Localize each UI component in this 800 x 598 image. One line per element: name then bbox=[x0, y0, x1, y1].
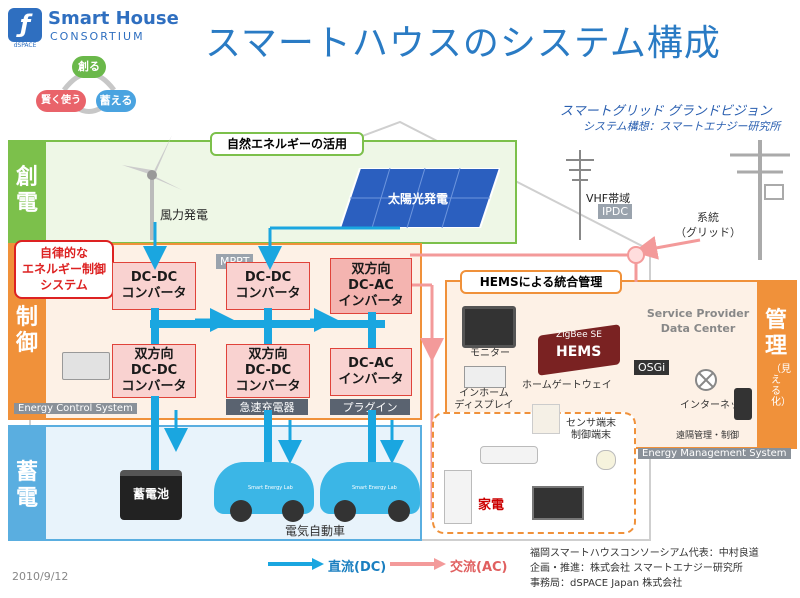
zigbee-label: ZigBee SE bbox=[556, 330, 602, 340]
ems-label: Energy Management System bbox=[638, 448, 791, 459]
dcdc-converter-solar-text: DC-DC コンバータ bbox=[235, 270, 301, 301]
legend-ac-arrow bbox=[390, 558, 446, 570]
monitor-label: モニター bbox=[470, 348, 510, 359]
hems-callout: HEMSによる統合管理 bbox=[460, 270, 622, 294]
control-unit-image bbox=[62, 352, 110, 380]
battery-label: 蓄電池 bbox=[132, 487, 169, 501]
cycle-use: 賢く使う bbox=[36, 90, 86, 112]
lamp-image bbox=[596, 450, 616, 470]
logo-line1: Smart House bbox=[48, 8, 179, 29]
legend-ac-label: 交流(AC) bbox=[450, 560, 508, 575]
grid-label: 系統 （グリッド） bbox=[675, 211, 741, 239]
tv-image bbox=[532, 486, 584, 520]
spdc-label: Service Provider Data Center bbox=[646, 307, 750, 335]
page-title: スマートハウスのシステム構成 bbox=[205, 23, 721, 64]
logo-badge: dSPACE bbox=[13, 42, 37, 49]
osgi-tag: OSGi bbox=[634, 360, 670, 375]
dcdc-converter-wind-text: DC-DC コンバータ bbox=[121, 270, 187, 301]
aircon-image bbox=[480, 446, 538, 464]
wind-turbine bbox=[122, 135, 182, 240]
cycle-diagram: 創る 賢く使う 蓄える bbox=[34, 52, 144, 130]
bidirectional-dcdc-battery-text: 双方向 DC-DC コンバータ bbox=[121, 347, 187, 394]
appliances-label: 家電 bbox=[478, 498, 505, 513]
wind-label: 風力発電 bbox=[160, 208, 209, 222]
utility-pole bbox=[730, 140, 790, 260]
footer-line3: 事務局：dSPACE Japan 株式会社 bbox=[530, 578, 683, 589]
legend-dc-arrow bbox=[268, 558, 324, 570]
store-band-label-bg bbox=[8, 425, 46, 541]
internet-icon bbox=[695, 369, 717, 391]
bidirectional-dcdc-battery: 双方向 DC-DC コンバータ bbox=[112, 344, 196, 398]
monitor-image bbox=[462, 306, 516, 348]
in-home-display-label: インホーム ディスプレイ bbox=[454, 388, 514, 411]
footer-line1: 福岡スマートハウスコンソーシアム代表：中村良道 bbox=[530, 548, 759, 559]
visualize-label: （見える化） bbox=[771, 364, 791, 408]
internet-label: インターネット bbox=[680, 400, 750, 411]
solar-panel bbox=[340, 168, 500, 228]
footer-date: 2010/9/12 bbox=[12, 570, 69, 583]
ev-brand-1: Smart Energy Lab bbox=[248, 485, 293, 491]
logo-mark: ƒ bbox=[8, 8, 42, 42]
ecs-label: Energy Control System bbox=[14, 403, 137, 414]
dcac-inverter-text: DC-AC インバータ bbox=[338, 356, 404, 387]
vhf-label: VHF帯域 bbox=[586, 192, 631, 205]
vision-line1: スマートグリッド グランドビジョン bbox=[560, 104, 772, 119]
sensor-label: センサ端末 制御端末 bbox=[566, 418, 616, 441]
solar-label: 太陽光発電 bbox=[388, 192, 449, 206]
control-band-label: 制御 bbox=[8, 305, 46, 357]
autonomous-callout: 自律的な エネルギー制御 システム bbox=[14, 240, 114, 299]
home-gateway-label: ホームゲートウェイ bbox=[522, 380, 612, 391]
antenna bbox=[566, 150, 594, 240]
store-band-label: 蓄電 bbox=[8, 460, 46, 512]
bidirectional-dcdc-ev: 双方向 DC-DC コンバータ bbox=[226, 344, 310, 398]
ev-brand-2: Smart Energy Lab bbox=[352, 485, 397, 491]
bidirectional-dcdc-ev-text: 双方向 DC-DC コンバータ bbox=[235, 347, 301, 394]
logo-line2: CONSORTIUM bbox=[50, 30, 145, 43]
ipdc-tag: IPDC bbox=[598, 204, 633, 219]
bidirectional-dcac-inverter: 双方向 DC-AC インバータ bbox=[330, 258, 412, 314]
dcdc-converter-wind: DC-DC コンバータ bbox=[112, 262, 196, 310]
manage-band-label-bg bbox=[757, 280, 795, 449]
rapid-charger-label: 急速充電器 bbox=[226, 399, 308, 415]
natural-energy-callout: 自然エネルギーの活用 bbox=[210, 132, 364, 156]
create-band-text: 創電 bbox=[16, 165, 39, 216]
sensor-image bbox=[532, 404, 560, 434]
legend-dc-label: 直流(DC) bbox=[328, 560, 387, 575]
dcac-inverter: DC-AC インバータ bbox=[330, 348, 412, 396]
logo: ƒ dSPACE Smart House CONSORTIUM bbox=[8, 8, 198, 49]
ev-wheel bbox=[230, 500, 252, 522]
ev-wheel bbox=[388, 500, 410, 522]
in-home-display-image bbox=[464, 366, 506, 388]
create-band-label-bg bbox=[8, 140, 46, 244]
battery-image bbox=[120, 470, 182, 520]
remote-label: 遠隔管理・制御 bbox=[676, 431, 740, 441]
cycle-create: 創る bbox=[72, 56, 106, 78]
fridge-image bbox=[444, 470, 472, 524]
dcdc-converter-solar: DC-DC コンバータ bbox=[226, 262, 310, 310]
vision-line2: システム構想：スマートエナジー研究所 bbox=[583, 120, 781, 133]
phone-image bbox=[734, 388, 752, 420]
cycle-store: 蓄える bbox=[96, 90, 136, 112]
plugin-label: プラグイン bbox=[330, 399, 410, 415]
manage-band-label: 管理 bbox=[765, 308, 788, 359]
ev-wheel bbox=[282, 500, 304, 522]
ev-wheel bbox=[334, 500, 356, 522]
footer-line2: 企画・推進：株式会社 スマートエナジー研究所 bbox=[530, 563, 743, 574]
ev-label: 電気自動車 bbox=[284, 524, 345, 538]
create-band-label: 創電 bbox=[8, 165, 46, 217]
bidirectional-dcac-inverter-text: 双方向 DC-AC インバータ bbox=[338, 262, 404, 309]
control-band-text: 制御 bbox=[16, 305, 39, 356]
hems-label: HEMS bbox=[556, 344, 602, 360]
store-band-text: 蓄電 bbox=[16, 460, 39, 511]
